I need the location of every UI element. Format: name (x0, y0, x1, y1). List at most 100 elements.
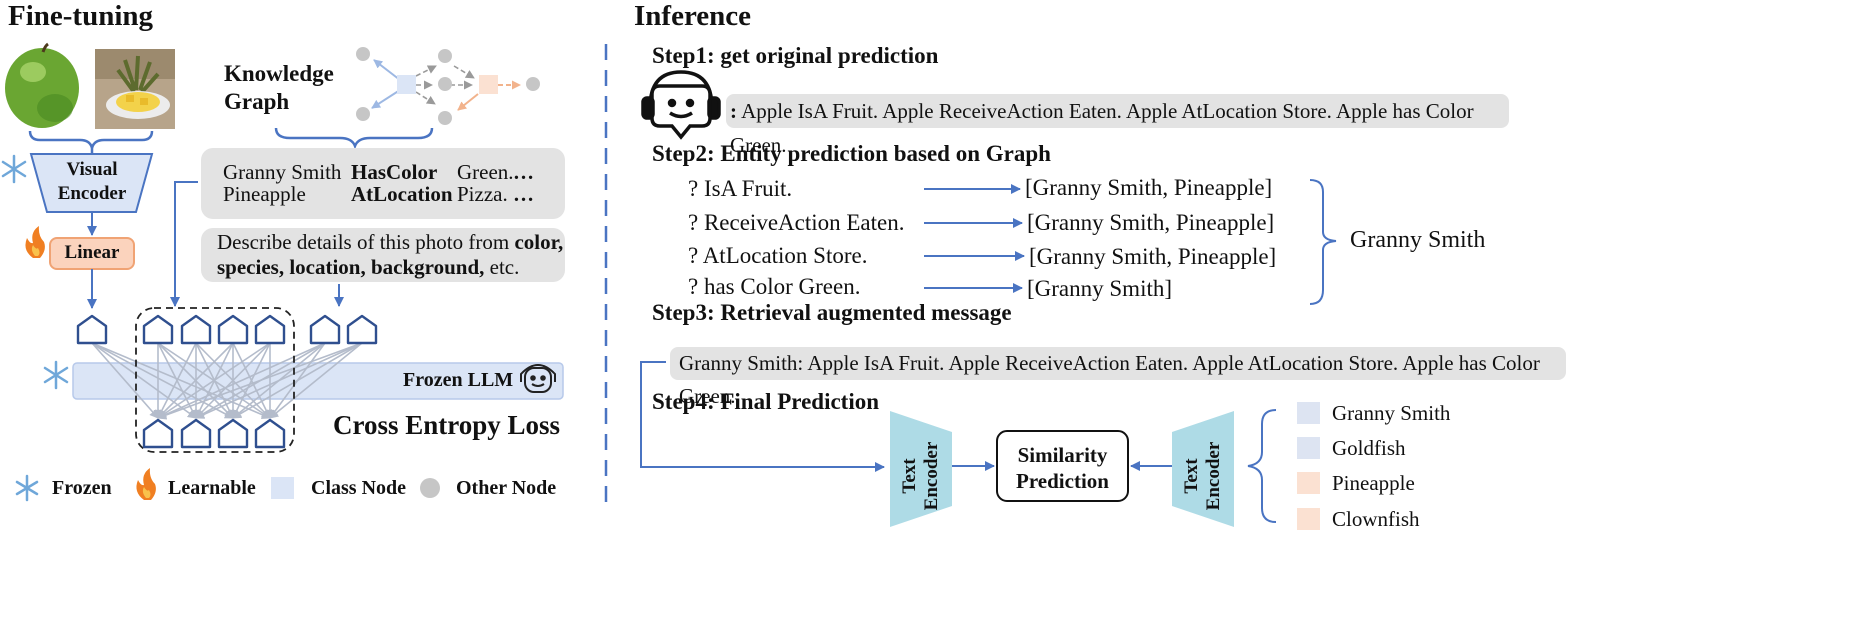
attention-line (269, 342, 363, 419)
loss-label: Cross Entropy Loss (333, 410, 561, 440)
attention-line (157, 342, 234, 419)
prediction-colon: : (730, 99, 737, 123)
snowflake-icon (1, 154, 27, 184)
text-encoder-right-line1: Text (1181, 458, 1202, 494)
original-prediction-text: Apple IsA Fruit. Apple ReceiveAction Eat… (730, 99, 1474, 157)
attention-line (91, 342, 159, 419)
legend-class-node: Class Node (311, 477, 407, 499)
prompt-text: Describe details of this photo from (217, 230, 515, 254)
input-token (254, 314, 286, 345)
attention-line (232, 342, 271, 419)
entity-result: Granny Smith (1350, 227, 1486, 253)
class-swatch (1297, 508, 1320, 530)
attention-line (91, 342, 271, 420)
snowflake-icon (43, 360, 69, 390)
linear-label: Linear (64, 242, 120, 263)
class-swatch (1297, 437, 1320, 459)
input-token (142, 314, 174, 345)
selected-tokens-box (135, 307, 295, 453)
other-node-swatch (420, 478, 440, 498)
step3-title: Step3: Retrieval augmented message (652, 300, 1012, 325)
class-label: Pineapple (1332, 471, 1415, 495)
triple-ellipsis: … (513, 182, 534, 206)
class-label: Goldfish (1332, 436, 1406, 460)
prompt-bold-color: color, (514, 230, 564, 254)
output-token (254, 418, 286, 449)
triple-value: Pizza. (457, 182, 508, 206)
original-prediction-box: : Apple IsA Fruit. Apple ReceiveAction E… (726, 94, 1509, 157)
input-token (217, 314, 249, 345)
triple-entity: Granny Smith (223, 160, 342, 184)
kg-title-line1: Knowledge (224, 61, 334, 86)
attention-line (157, 342, 363, 420)
text-encoder-right-line2: Encoder (1203, 441, 1224, 511)
attention-lines (91, 342, 363, 420)
triple-relation: HasColor (351, 160, 438, 184)
attention-line (195, 342, 363, 419)
results-brace (1309, 179, 1337, 305)
finetuning-title: Fine-tuning (8, 0, 154, 32)
class-swatch (1297, 402, 1320, 424)
attention-line (157, 342, 271, 419)
flame-icon (25, 226, 45, 258)
step4-title: Step4: Final Prediction (652, 389, 880, 414)
input-token (346, 314, 378, 345)
text-encoder-right-shape (1172, 411, 1234, 527)
inference-title: Inference (634, 0, 752, 32)
query-result: [Granny Smith] (1027, 276, 1173, 301)
text-encoder-left-label: Text Encoder (899, 426, 943, 526)
kg-title-line2: Graph (224, 89, 290, 114)
knowledge-graph-icon (356, 47, 540, 125)
input-tokens (76, 314, 378, 345)
kg-brace (274, 127, 434, 150)
pineapple-photo (95, 49, 175, 129)
input-token (309, 314, 341, 345)
input-token (180, 314, 212, 345)
augmented-message-text: Granny Smith: Apple IsA Fruit. Apple Rec… (679, 351, 1540, 408)
step2-title: Step2: Entity prediction based on Graph (652, 141, 1051, 166)
classes-brace (1247, 409, 1277, 523)
similarity-line2: Prediction (1016, 469, 1109, 493)
text-encoder-left-line2: Encoder (921, 441, 942, 511)
step1-title: Step1: get original prediction (652, 43, 939, 68)
triple-relation: AtLocation (351, 182, 453, 206)
legend-frozen: Frozen (52, 477, 112, 499)
similarity-box-shape (996, 430, 1129, 502)
similarity-label: Similarity Prediction (997, 442, 1128, 494)
apple-image (5, 42, 79, 128)
class-swatch (1297, 472, 1320, 494)
attention-line (91, 342, 197, 419)
query-item: ? IsA Fruit. (688, 176, 793, 201)
visual-encoder-label: Visual Encoder (47, 158, 137, 206)
output-tokens (142, 418, 286, 449)
visual-encoder-label-2: Encoder (57, 183, 127, 204)
text-encoder-left-line1: Text (899, 458, 920, 494)
snowflake-icon (15, 474, 39, 502)
triples-box: Granny Smith HasColor Green. … Pineapple… (201, 148, 565, 219)
query-result: [Granny Smith, Pineapple] (1029, 244, 1277, 269)
legend-other-node: Other Node (456, 477, 557, 499)
prompt-bold-rest: species, location, background, (217, 255, 485, 279)
flame-icon (136, 468, 156, 500)
output-token (142, 418, 174, 449)
text-encoder-right-label: Text Encoder (1181, 426, 1225, 526)
input-token (76, 314, 108, 345)
query-result: [Granny Smith, Pineapple] (1027, 210, 1275, 235)
augmented-message-box: Granny Smith: Apple IsA Fruit. Apple Rec… (670, 347, 1566, 408)
text-encoder-left-shape (890, 411, 952, 527)
similarity-line1: Similarity (1017, 443, 1108, 467)
legend-learnable: Learnable (168, 477, 256, 499)
class-label: Clownfish (1332, 507, 1420, 531)
attention-line (157, 342, 197, 419)
robot-icon (520, 364, 556, 393)
triple-entity: Pineapple (223, 182, 306, 206)
class-label: Granny Smith (1332, 401, 1451, 425)
images-brace (28, 130, 154, 149)
attention-line (195, 342, 271, 419)
attention-line (91, 342, 234, 419)
query-item: ? AtLocation Store. (688, 243, 868, 268)
prompt-etc: etc. (484, 255, 520, 279)
query-item: ? has Color Green. (688, 274, 861, 299)
output-token (180, 418, 212, 449)
